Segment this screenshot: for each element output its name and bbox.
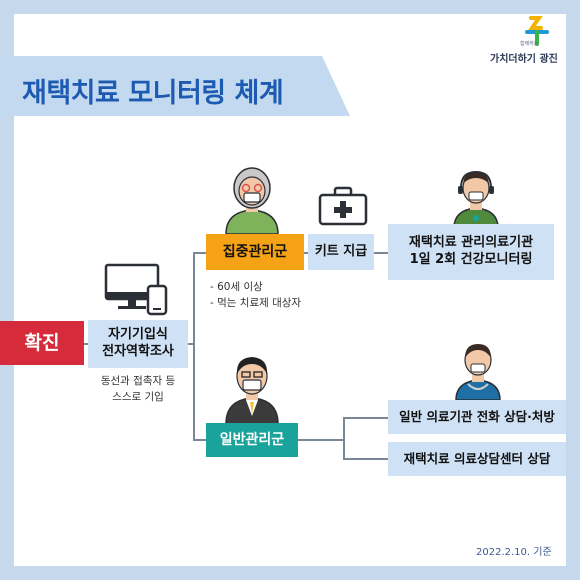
intensive-criteria: - 60세 이상 - 먹는 치료제 대상자 [210,279,301,312]
connector [193,252,195,440]
general-group-box: 일반관리군 [206,423,298,457]
page-title: 재택치료 모니터링 체계 [22,78,284,109]
connector [193,252,206,254]
survey-note-line1: 동선과 접촉자 등 [100,375,176,387]
confirmed-box: 확진 [0,321,84,365]
monitoring-line2: 1일 2회 건강모니터링 [409,252,533,267]
monitoring-line1: 재택치료 관리의료기관 [408,235,534,251]
clinic-consult-box: 일반 의료기관 전화 상담·처방 [388,400,566,434]
computer-phone-icon [104,263,168,316]
connector [343,417,345,459]
city-logo-icon [525,16,549,46]
connector [188,343,194,345]
intensive-group-box: 집중관리군 [206,234,304,270]
connector [343,417,388,419]
date-note: 2022.2.10. 기준 [476,547,552,558]
center-consult-box: 재택치료 의료상담센터 상담 [388,442,566,476]
nurse-icon [455,344,501,400]
first-aid-kit-icon [318,186,368,226]
criteria-item: - 60세 이상 [210,281,263,293]
connector [343,458,388,460]
monitoring-box: 재택치료 관리의료기관 1일 2회 건강모니터링 [388,224,554,280]
survey-line1: 자기기입식 [108,327,168,343]
survey-box: 자기기입식 전자역학조사 [88,320,188,368]
kit-box: 키트 지급 [308,234,374,270]
logo-text: 가치더하기 광진 [490,54,558,65]
connector [298,439,344,441]
headset-staff-icon [453,170,499,228]
title-band [0,56,350,116]
survey-note-line2: 스스로 기입 [112,390,164,403]
connector [84,343,88,345]
elderly-person-icon [225,167,279,234]
logo-slogan: 함께하는 [520,41,539,47]
connector [374,252,388,254]
office-worker-icon [225,357,279,424]
criteria-item: - 먹는 치료제 대상자 [210,297,302,310]
connector [193,439,206,441]
survey-line2: 전자역학조사 [102,344,174,359]
connector [304,252,308,254]
survey-note: 동선과 접촉자 등 스스로 기입 [92,374,184,406]
